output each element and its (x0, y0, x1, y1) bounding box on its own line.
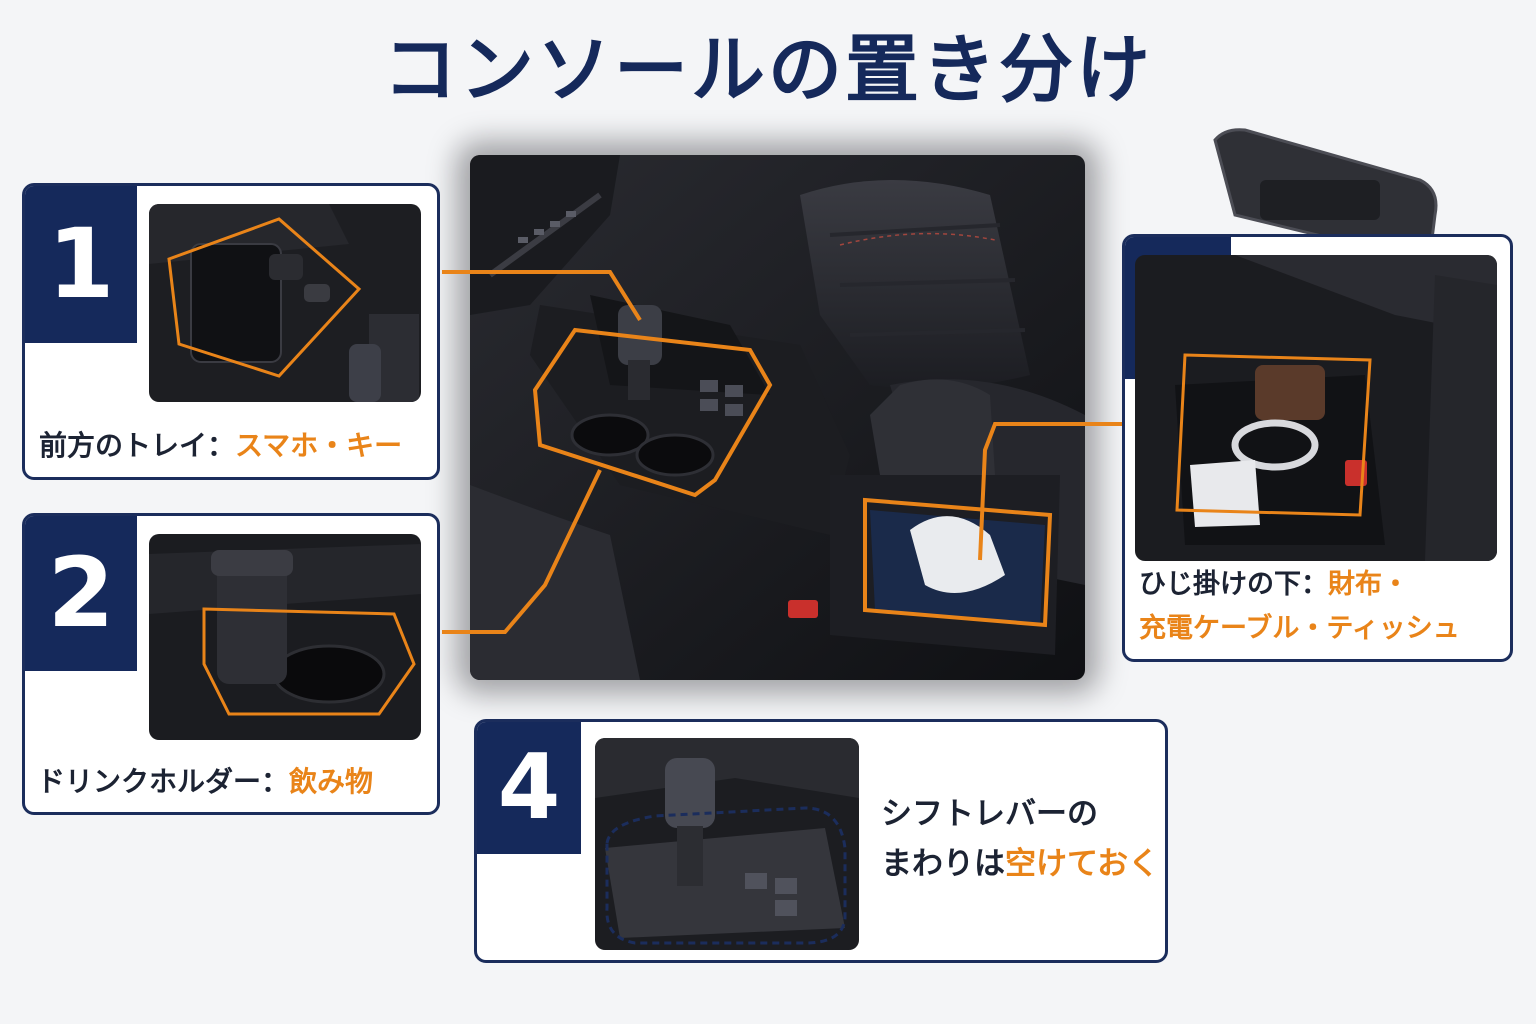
tissue-box-icon (1190, 460, 1260, 527)
badge-number-1: 1 (25, 186, 137, 343)
card-3-label: ひじ掛けの下： (1139, 569, 1328, 600)
card-4-highlight: 空けておく (1005, 846, 1160, 882)
card-3-highlight-2: 充電ケーブル・ティッシュ (1139, 613, 1460, 644)
card-3-caption-line1: ひじ掛けの下：財布・ (1139, 565, 1409, 605)
phone-icon (190, 243, 282, 363)
card-4-label-2: まわりは (881, 846, 1005, 882)
card-armrest-storage: 3 ひじ掛けの下：財布・ 充電ケーブル・ティッシュ (1122, 234, 1513, 662)
card-4-caption-line2: まわりは空けておく (881, 840, 1159, 888)
card-front-tray: 1 前方のトレイ：スマホ・キー (22, 183, 440, 480)
card-shift-lever: 4 シフトレバーの まわりは空けておく (474, 719, 1168, 963)
front-tray-image (149, 204, 421, 402)
cup-icon (211, 550, 293, 684)
card-1-highlight: スマホ・キー (235, 429, 403, 462)
card-1-caption: 前方のトレイ：スマホ・キー (39, 426, 402, 466)
card-2-highlight: 飲み物 (289, 765, 374, 798)
badge-number-2: 2 (25, 516, 137, 671)
card-2-label: ドリンクホルダー： (37, 765, 290, 798)
card-3-caption-line2: 充電ケーブル・ティッシュ (1139, 609, 1460, 649)
card-3-highlight-1: 財布・ (1328, 569, 1409, 600)
drink-holder-image (149, 534, 421, 740)
card-1-label: 前方のトレイ： (39, 429, 236, 462)
shift-lever-image (595, 738, 859, 950)
card-4-caption-line1: シフトレバーの (881, 796, 1098, 832)
page-title: コンソールの置き分け (383, 27, 1153, 113)
wallet-icon (1255, 365, 1325, 420)
card-drink-holder: 2 ドリンクホルダー：飲み物 (22, 513, 440, 815)
armrest-storage-image (1135, 255, 1497, 561)
card-2-caption: ドリンクホルダー：飲み物 (37, 762, 373, 802)
badge-number-4: 4 (477, 722, 581, 854)
console-hero-image (470, 155, 1085, 680)
shift-lever-icon (349, 344, 381, 402)
